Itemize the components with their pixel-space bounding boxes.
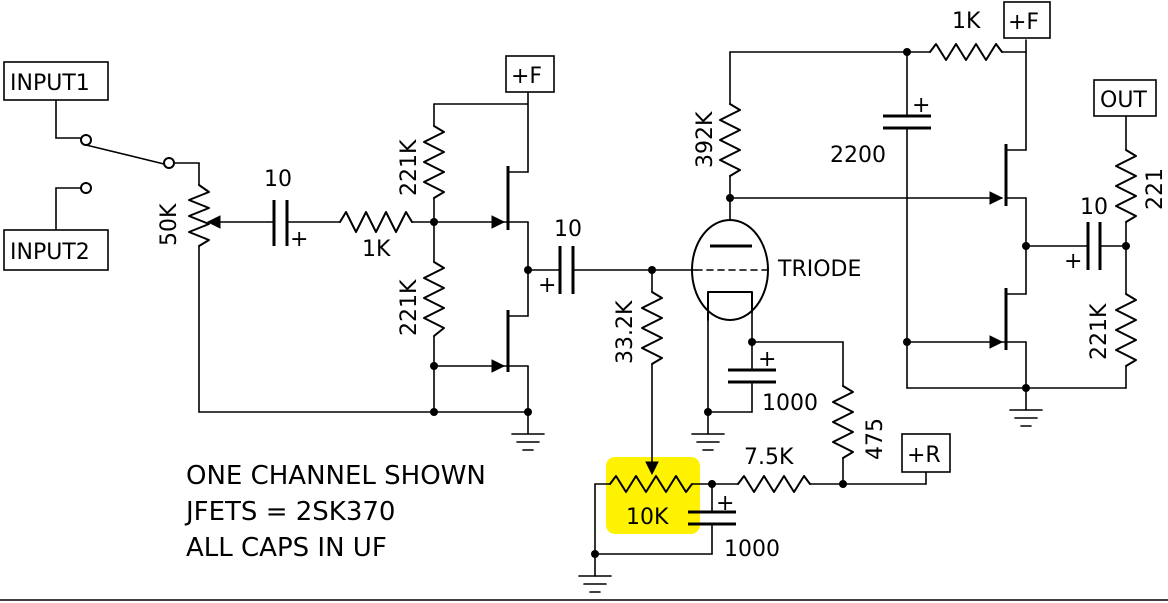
- svg-text:INPUT1: INPUT1: [10, 71, 90, 96]
- filter-cap-label: 1000: [724, 537, 780, 562]
- cathode-cap-label: 1000: [762, 391, 818, 416]
- series-resistor-label: 7.5K: [744, 445, 794, 470]
- supply-cap-label: 2200: [830, 143, 886, 168]
- note-line-3: ALL CAPS IN UF: [186, 533, 387, 563]
- output-cap-label: 10: [1080, 195, 1108, 220]
- bias-bottom-label: 221K: [397, 279, 422, 336]
- lower-jfet: [433, 269, 529, 413]
- upper-jfet: [433, 89, 529, 271]
- coupling-capacitor: [527, 246, 653, 294]
- bias-divider: [423, 103, 529, 413]
- input-ground: [511, 411, 545, 451]
- bias-top-label: 221K: [397, 139, 422, 196]
- triode-label: TRIODE: [777, 257, 861, 282]
- output-resistor-label: 221: [1143, 168, 1168, 210]
- filter-cap-plus: +: [716, 491, 734, 516]
- cathode-cap-plus: +: [758, 347, 776, 372]
- plus-f-terminal-right: +F: [1003, 1, 1051, 39]
- coupling-cap-label: 10: [554, 217, 582, 242]
- note-line-2: JFETS = 2SK370: [184, 497, 395, 527]
- input1-terminal: INPUT1: [3, 61, 109, 101]
- supply-cap-plus: +: [912, 93, 930, 118]
- junction-dots: [430, 48, 1130, 558]
- cathode-network: [707, 341, 854, 485]
- svg-text:+R: +R: [907, 443, 941, 468]
- volume-pot-label: 50K: [157, 203, 182, 246]
- gate-resistor: [339, 211, 435, 233]
- cathode-resistor-label: 475: [863, 418, 888, 460]
- input2-terminal: INPUT2: [3, 229, 109, 271]
- output-lower-jfet: [906, 245, 1027, 389]
- out-terminal: OUT: [1093, 79, 1157, 117]
- gate-resistor-label: 1K: [362, 237, 391, 262]
- svg-text:+F: +F: [1008, 10, 1039, 35]
- svg-text:INPUT2: INPUT2: [10, 240, 90, 265]
- input-capacitor: [267, 200, 341, 246]
- output-shunt-label: 221K: [1087, 303, 1112, 360]
- input-cap-label: 10: [264, 167, 292, 192]
- plate-resistor-label: 392K: [693, 111, 718, 168]
- svg-text:+F: +F: [511, 64, 542, 89]
- plate-resistor: [719, 51, 1003, 199]
- tube-ground: [691, 411, 725, 451]
- output-network: [906, 115, 1137, 389]
- output-upper-jfet: [989, 144, 1027, 247]
- plus-r-terminal: +R: [901, 433, 951, 473]
- bias-pot-label: 10K: [626, 505, 669, 530]
- supply-network: [883, 39, 1027, 389]
- coupling-cap-plus: +: [538, 273, 556, 298]
- grid-resistor: [641, 269, 663, 476]
- grid-resistor-label: 33.2K: [613, 300, 638, 364]
- supply-resistor-label: 1K: [952, 9, 981, 34]
- input-cap-plus: +: [290, 227, 308, 252]
- triode-tube: [651, 197, 771, 413]
- output-ground: [1009, 387, 1043, 427]
- volume-pot: [188, 184, 269, 413]
- input-switch: [55, 99, 200, 231]
- pot-ground: [578, 553, 612, 593]
- plus-f-terminal-left: +F: [505, 55, 555, 93]
- note-line-1: ONE CHANNEL SHOWN: [186, 461, 486, 491]
- output-cap-plus: +: [1064, 249, 1082, 274]
- svg-text:OUT: OUT: [1100, 88, 1147, 113]
- filter-capacitor: [594, 483, 736, 555]
- series-resistor: [711, 471, 927, 493]
